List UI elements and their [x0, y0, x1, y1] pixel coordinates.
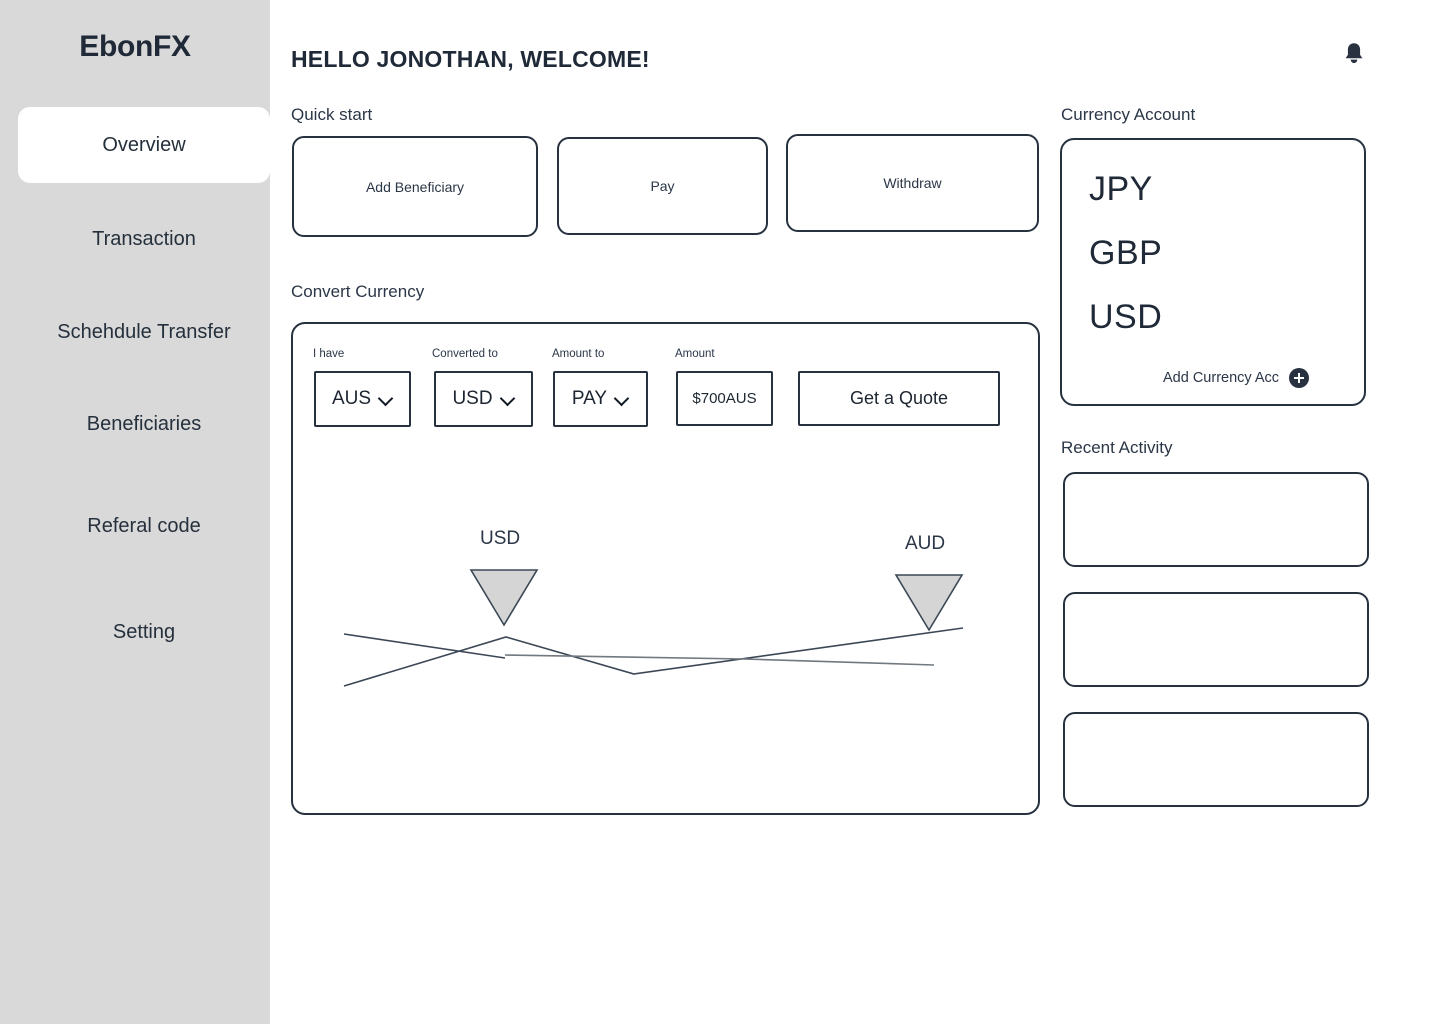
- recent-activity-heading: Recent Activity: [1061, 438, 1173, 457]
- add-beneficiary-button[interactable]: Add Beneficiary: [292, 136, 538, 237]
- withdraw-button[interactable]: Withdraw: [786, 134, 1039, 232]
- get-a-quote-button[interactable]: Get a Quote: [798, 371, 1000, 426]
- sidebar-item-label: Setting: [112, 621, 176, 643]
- sidebar-item-beneficiaries[interactable]: Beneficiaries: [18, 404, 270, 444]
- converted-to-currency-select[interactable]: USD: [434, 371, 533, 427]
- sidebar-item-schedule-transfer[interactable]: Schehdule Transfer: [18, 312, 270, 352]
- sidebar-item-label: Overview: [102, 134, 186, 156]
- sidebar-item-label: Schehdule Transfer: [57, 321, 231, 343]
- converted-to-label: Converted to: [432, 348, 498, 360]
- quick-start-heading: Quick start: [291, 105, 373, 124]
- currency-account-panel: [1060, 138, 1366, 406]
- sidebar-item-transaction[interactable]: Transaction: [18, 219, 270, 259]
- sidebar-item-label: Transaction: [92, 228, 196, 250]
- amount-to-label: Amount to: [552, 348, 605, 360]
- sidebar-item-referal-code[interactable]: Referal code: [18, 506, 270, 546]
- chevron-down-icon: [615, 392, 629, 406]
- add-currency-label: Add Currency Acc: [1163, 370, 1280, 386]
- select-value: USD: [452, 388, 493, 409]
- pay-button[interactable]: Pay: [557, 137, 768, 235]
- currency-item-gbp[interactable]: GBP: [1089, 234, 1163, 272]
- currency-item-jpy[interactable]: JPY: [1089, 170, 1153, 208]
- input-value: $700AUS: [692, 390, 757, 407]
- select-value: PAY: [571, 388, 608, 409]
- button-label: Pay: [650, 178, 675, 194]
- add-currency-account-button[interactable]: Add Currency Acc: [1163, 366, 1310, 390]
- sidebar: EbonFX Overview Transaction Schehdule Tr…: [0, 0, 270, 1024]
- brand-logo: EbonFX: [79, 30, 191, 63]
- plus-circle-icon: [1289, 368, 1310, 388]
- currency-account-heading: Currency Account: [1061, 105, 1196, 124]
- chevron-down-icon: [501, 392, 515, 406]
- activity-card[interactable]: [1063, 472, 1369, 567]
- button-label: Withdraw: [883, 175, 942, 191]
- convert-currency-heading: Convert Currency: [291, 282, 425, 301]
- i-have-currency-select[interactable]: AUS: [314, 371, 411, 427]
- amount-input[interactable]: $700AUS: [676, 371, 773, 426]
- sidebar-item-label: Beneficiaries: [86, 413, 202, 435]
- select-value: AUS: [331, 388, 372, 409]
- usd-marker-label: USD: [480, 528, 521, 549]
- bell-icon: [1345, 43, 1363, 63]
- activity-card[interactable]: [1063, 592, 1369, 687]
- currency-item-usd[interactable]: USD: [1089, 298, 1163, 336]
- button-label: Add Beneficiary: [365, 178, 465, 195]
- notification-bell-button[interactable]: [1336, 36, 1372, 72]
- sidebar-item-setting[interactable]: Setting: [18, 612, 270, 652]
- activity-card[interactable]: [1063, 712, 1369, 807]
- amount-to-select[interactable]: PAY: [553, 371, 648, 427]
- aud-marker-label: AUD: [905, 533, 946, 554]
- page-title: HELLO JONOTHAN, WELCOME!: [291, 46, 650, 72]
- button-label: Get a Quote: [849, 388, 949, 408]
- chevron-down-icon: [379, 392, 393, 406]
- sidebar-item-overview[interactable]: Overview: [18, 107, 270, 183]
- amount-label: Amount: [675, 348, 715, 360]
- sidebar-item-label: Referal code: [87, 515, 201, 537]
- i-have-label: I have: [313, 348, 345, 360]
